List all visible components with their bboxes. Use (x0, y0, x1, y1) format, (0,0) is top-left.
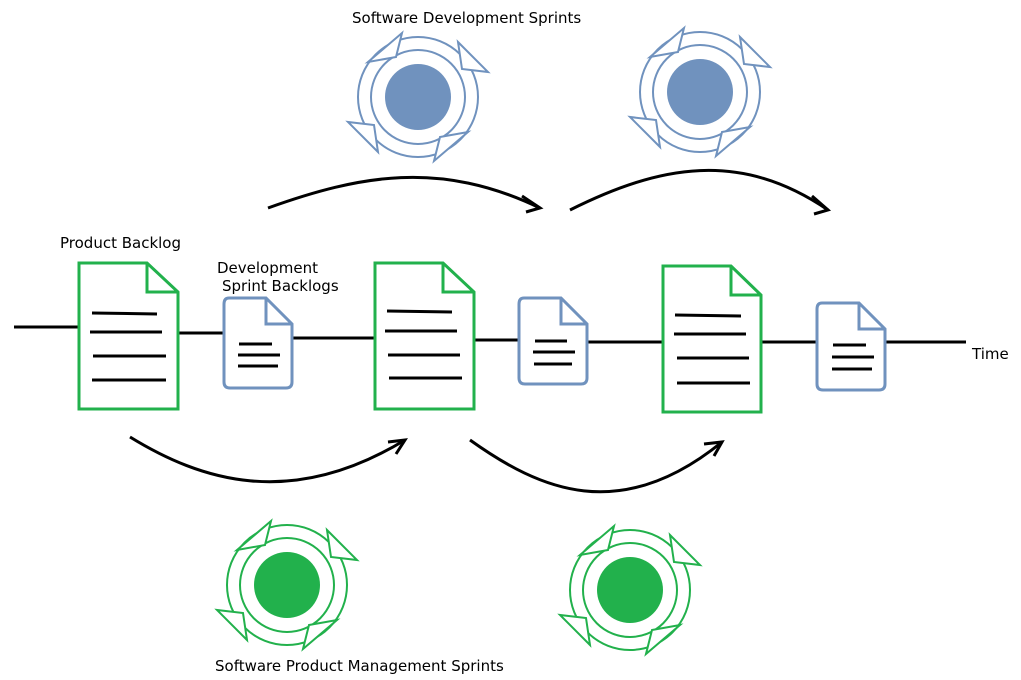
upper-arrow (267, 175, 544, 214)
sprint-backlog-document-icon (517, 296, 589, 386)
dev-backlogs-label-line1: Development (217, 259, 318, 277)
product-backlog-document-icon (373, 261, 476, 411)
dev-backlogs-label-line2: Sprint Backlogs (222, 277, 339, 295)
pm-sprint-cycle-icon (214, 518, 360, 652)
product-backlog-document-icon (661, 264, 763, 414)
dev-sprint-cycle-icon (627, 25, 773, 159)
sprint-backlog-document-icon (222, 296, 294, 390)
lower-arrow (469, 438, 725, 494)
timeline (14, 325, 966, 344)
pm-sprints-label: Software Product Management Sprints (215, 657, 504, 675)
pm-sprint-cycle-icon (557, 523, 703, 657)
upper-arrow (569, 168, 832, 216)
product-backlog-document-icon (77, 261, 180, 411)
dev-sprints-label: Software Development Sprints (352, 9, 582, 27)
dev-sprint-cycle-icon (345, 30, 491, 164)
lower-arrow (129, 435, 408, 484)
sprint-backlog-document-icon (815, 301, 887, 392)
time-label: Time (972, 345, 1009, 363)
product-backlog-label: Product Backlog (60, 234, 182, 252)
